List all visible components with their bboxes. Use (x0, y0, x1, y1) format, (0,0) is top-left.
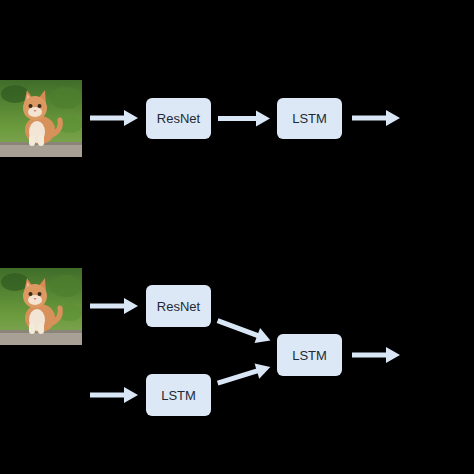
arrow-head (256, 111, 270, 127)
arrow-line (218, 321, 260, 337)
output-arrow (352, 347, 400, 363)
box-label: LSTM (292, 348, 327, 363)
flow-arrow (218, 363, 271, 383)
cat-photo (0, 80, 82, 157)
input-arrow (90, 110, 138, 126)
output-arrow (352, 110, 400, 126)
process-box: ResNet (146, 98, 211, 139)
cat-photo (0, 268, 82, 345)
input-arrow (90, 387, 138, 403)
process-box: LSTM (146, 374, 211, 416)
arrow-head (255, 328, 271, 343)
process-box: ResNet (146, 285, 211, 327)
box-label: ResNet (157, 111, 200, 126)
box-label: LSTM (292, 111, 327, 126)
box-label: LSTM (161, 388, 196, 403)
flow-arrow (218, 321, 271, 343)
box-label: ResNet (157, 299, 200, 314)
process-box: LSTM (277, 334, 342, 376)
input-arrow (90, 298, 138, 314)
flow-arrow (218, 111, 270, 127)
arrow-head (255, 363, 271, 378)
arrow-line (218, 116, 258, 121)
arrow-line (218, 370, 259, 383)
process-box: LSTM (277, 98, 342, 139)
